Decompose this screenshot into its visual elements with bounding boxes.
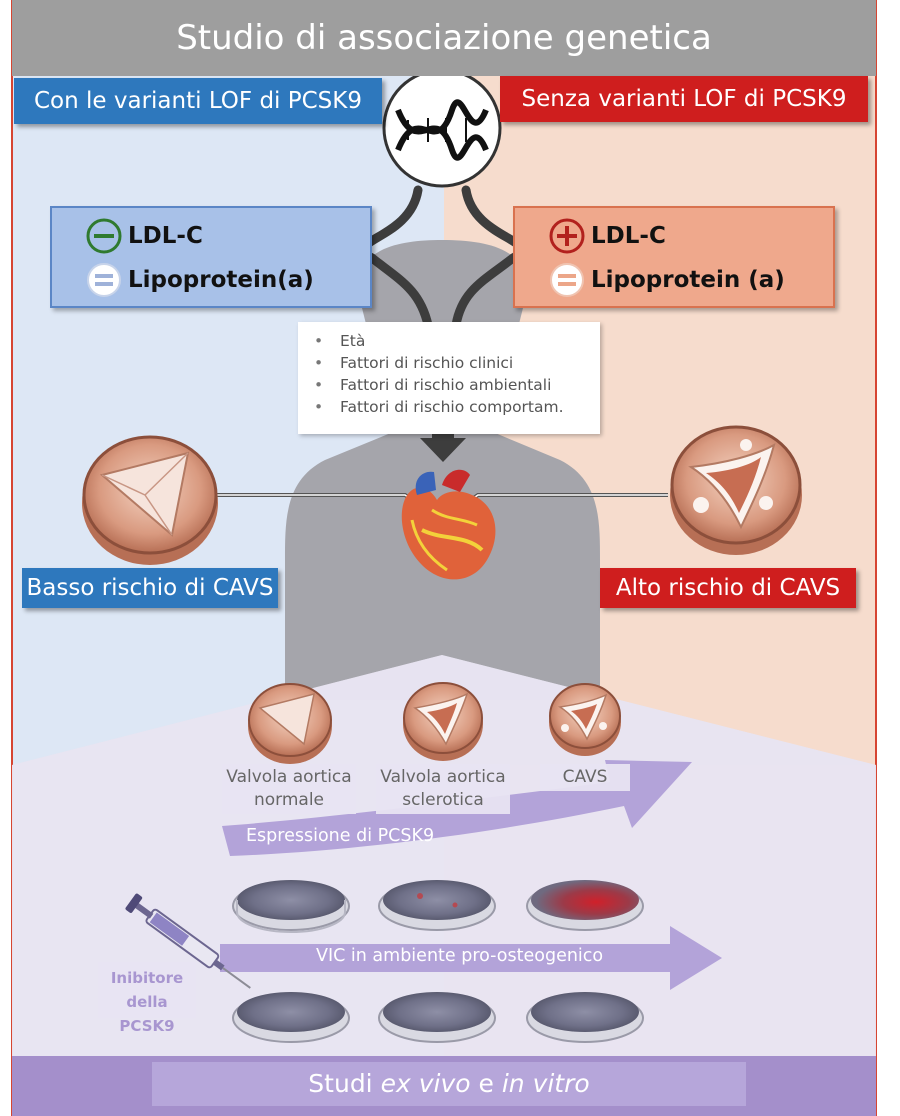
- vic-arrow: [220, 926, 722, 990]
- ldl-label: LDL-C: [591, 223, 666, 249]
- plus-circle-icon: [549, 218, 585, 254]
- expression-arrow-label: Espressione di PCSK9: [246, 826, 435, 846]
- page-title: Studio di associazione genetica: [12, 0, 876, 76]
- petri-dish-icon: [378, 880, 496, 931]
- low-risk-label: Basso rischio di CAVS: [22, 568, 278, 608]
- petri-dish-icon: [378, 992, 496, 1043]
- aortic-valve-icon: [403, 682, 483, 761]
- right-lipid-box: LDL-C Lipoprotein (a): [513, 206, 835, 308]
- without-lof-variants-label: Senza varianti LOF di PCSK9: [500, 76, 868, 122]
- lpa-row: Lipoprotein (a): [549, 260, 785, 300]
- footer-title: Studi ex vivo e in vitro: [152, 1062, 746, 1106]
- footer-middle: e: [470, 1069, 502, 1098]
- petri-dish-icon: [232, 880, 350, 933]
- ldl-label: LDL-C: [128, 223, 203, 249]
- left-lipid-box: LDL-C Lipoprotein(a): [50, 206, 372, 308]
- syringe-icon: [125, 893, 251, 989]
- valve-stage-label: Valvola aortica sclerotica: [376, 764, 510, 814]
- inhibitor-line: Inibitore: [110, 969, 184, 987]
- body-silhouette: [285, 240, 600, 700]
- petri-dish-icon: [526, 992, 644, 1043]
- aortic-valve-icon: [82, 435, 218, 565]
- inhibitor-line: della PCSK9: [119, 993, 175, 1035]
- valve-stage-line: Valvola aortica: [226, 767, 352, 787]
- dna-helix-icon: [382, 68, 502, 188]
- vic-arrow-label: VIC in ambiente pro-osteogenico: [316, 946, 604, 966]
- minus-circle-icon: [86, 218, 122, 254]
- lpa-row: Lipoprotein(a): [86, 260, 314, 300]
- lpa-label: Lipoprotein(a): [128, 267, 314, 293]
- high-risk-label: Alto rischio di CAVS: [600, 568, 856, 608]
- aortic-valve-icon: [248, 683, 332, 764]
- equal-circle-icon: [550, 263, 584, 297]
- list-item: Fattori di rischio comportam.: [314, 396, 600, 418]
- list-item: Età: [314, 330, 600, 352]
- footer-em-in-vitro: in vitro: [501, 1069, 590, 1098]
- petri-dish-icon: [526, 880, 644, 931]
- risk-factors-list: Età Fattori di rischio clinici Fattori d…: [298, 322, 600, 434]
- heart-icon: [401, 469, 496, 580]
- lpa-label: Lipoprotein (a): [591, 267, 785, 293]
- inhibitor-label: Inibitore della PCSK9: [98, 962, 196, 1035]
- aortic-valve-icon: [549, 683, 621, 756]
- with-lof-variants-label: Con le varianti LOF di PCSK9: [14, 78, 382, 124]
- aortic-valve-icon: [670, 425, 802, 555]
- ldl-row: LDL-C: [549, 216, 666, 256]
- ldl-row: LDL-C: [86, 216, 203, 256]
- valve-stage-line: CAVS: [562, 767, 608, 787]
- valve-stage-line: Valvola aortica: [380, 767, 506, 787]
- down-arrow: [420, 432, 466, 462]
- valve-stage-line: sclerotica: [402, 790, 484, 810]
- valve-stage-label: Valvola aortica normale: [222, 764, 356, 814]
- valve-stage-label: CAVS: [540, 764, 630, 791]
- petri-dish-icon: [232, 992, 350, 1043]
- list-item: Fattori di rischio ambientali: [314, 374, 600, 396]
- valve-stage-line: normale: [253, 790, 325, 810]
- footer-prefix: Studi: [308, 1069, 381, 1098]
- footer-em-ex-vivo: ex vivo: [380, 1069, 471, 1098]
- list-item: Fattori di rischio clinici: [314, 352, 600, 374]
- equal-circle-icon: [87, 263, 121, 297]
